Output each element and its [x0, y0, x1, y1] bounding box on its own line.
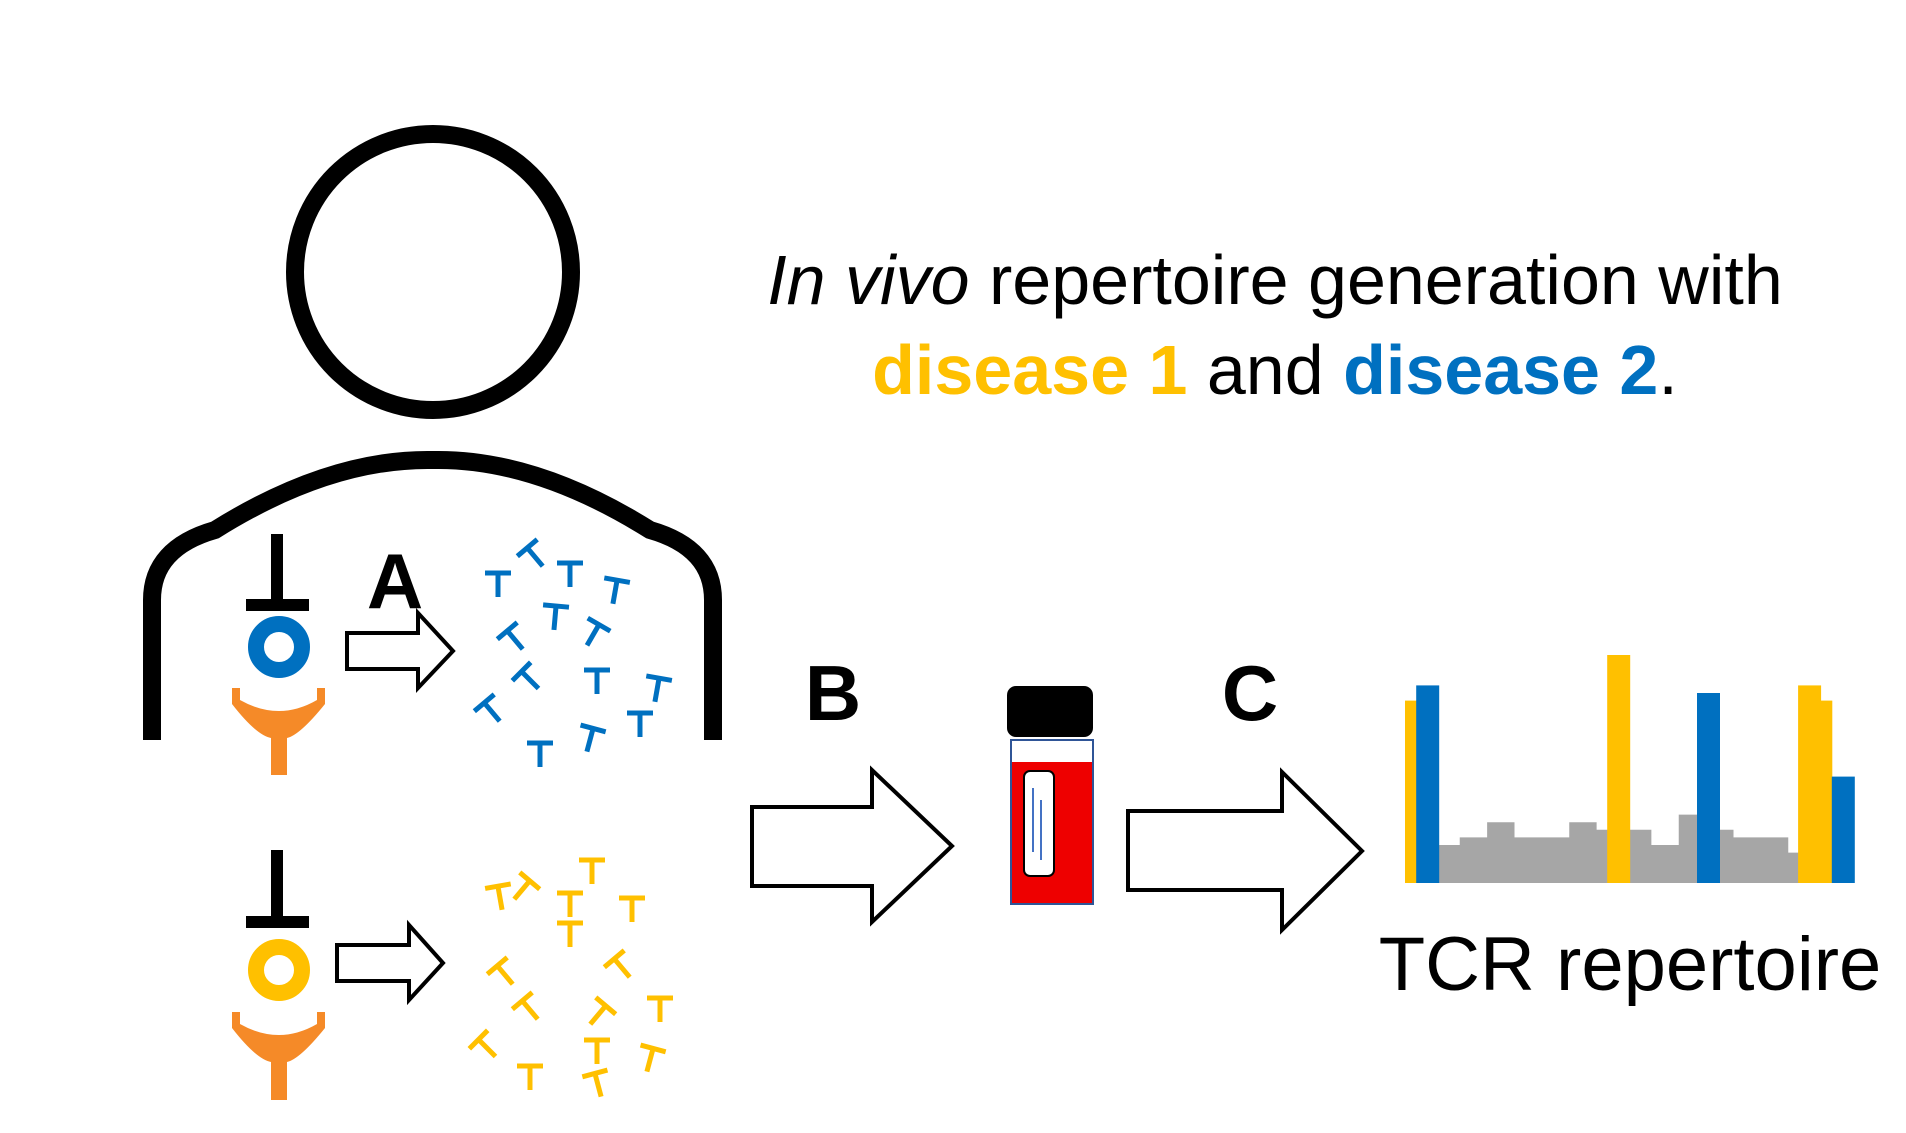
- synapse-disease2: [232, 534, 325, 775]
- antigen-disease2-icon: [248, 616, 310, 678]
- disease2-clone-bar: [1831, 776, 1855, 883]
- disease1-clone-bar: [1809, 700, 1833, 883]
- tcell-cluster-disease2: [474, 539, 672, 767]
- antigen-disease1-icon: [248, 939, 310, 1001]
- caption-and: and: [1187, 331, 1344, 409]
- step-label-b: B: [805, 649, 861, 737]
- disease2-clone-bar: [1697, 693, 1720, 883]
- receptor-icon: [232, 1012, 325, 1100]
- caption-disease2: disease 2: [1343, 331, 1659, 409]
- tcell-cluster-disease1: [469, 860, 673, 1100]
- person-head: [286, 125, 580, 419]
- step-label-a: A: [367, 537, 423, 625]
- repertoire-label: TCR repertoire: [1379, 922, 1882, 1007]
- caption-text: repertoire generation with: [969, 241, 1783, 319]
- diagram-caption: In vivo repertoire generation with disea…: [700, 235, 1850, 415]
- process-arrow-b-icon: [750, 765, 955, 927]
- repertoire-chart: [1405, 655, 1855, 883]
- expansion-arrow-icon: [335, 919, 446, 1006]
- caption-period: .: [1658, 331, 1678, 409]
- process-arrow-c-icon: [1126, 767, 1365, 935]
- caption-disease1: disease 1: [872, 331, 1188, 409]
- step-label-c: C: [1222, 649, 1278, 737]
- expansion-arrow-icon: [345, 607, 456, 694]
- blood-vial-icon: [1007, 686, 1094, 905]
- person-body: [143, 450, 722, 740]
- caption-italic: In vivo: [767, 241, 970, 319]
- caption-line-1: In vivo repertoire generation with: [700, 235, 1850, 325]
- vial-cap-icon: [1007, 686, 1093, 737]
- disease2-clone-bar: [1416, 685, 1440, 883]
- disease1-clone-bar: [1607, 655, 1631, 883]
- vial-label-icon: [1023, 770, 1055, 877]
- caption-line-2: disease 1 and disease 2.: [700, 325, 1850, 415]
- receptor-icon: [232, 688, 325, 775]
- synapse-disease1: [232, 850, 325, 1100]
